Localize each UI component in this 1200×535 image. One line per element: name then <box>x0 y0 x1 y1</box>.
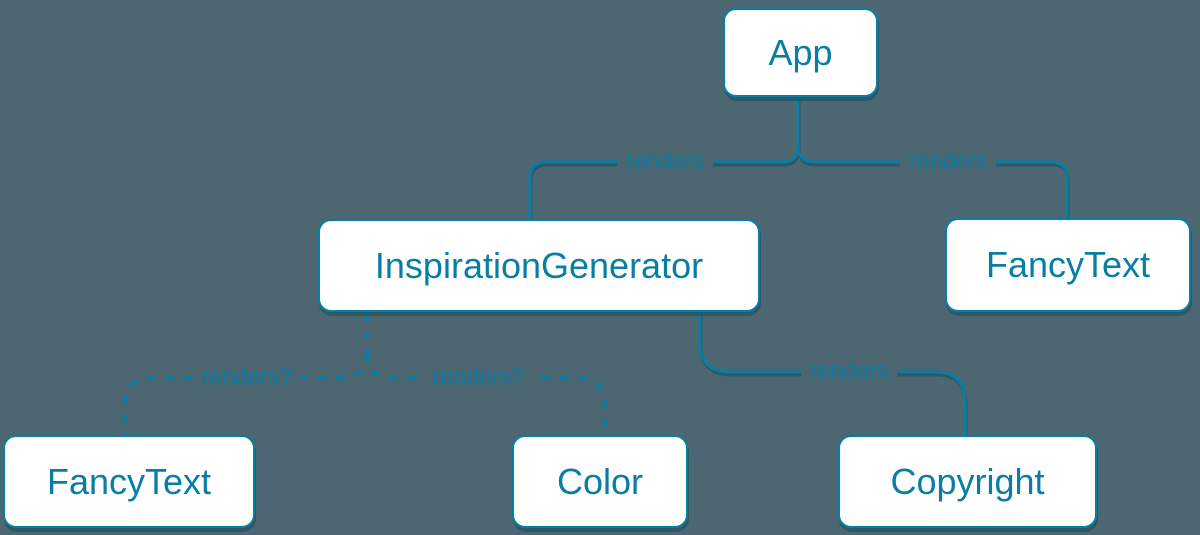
node-label: App <box>768 31 833 73</box>
edge-label-renders-fancytext: renders <box>900 146 996 176</box>
edge-app-to-fancytext <box>796 145 1069 218</box>
node-label: FancyText <box>985 244 1151 285</box>
node-copyright: Copyright <box>838 435 1097 528</box>
node-inspiration-generator: InspirationGenerator <box>318 219 760 312</box>
edge-label-renders-copyright: renders <box>801 356 897 386</box>
node-label: FancyText <box>46 460 212 502</box>
node-fancy-text-top: FancyText <box>945 218 1191 312</box>
node-label: InspirationGenerator <box>374 244 704 286</box>
node-color: Color <box>512 435 688 528</box>
node-label: Copyright <box>890 460 1045 502</box>
edge-label-renders-maybe-color: renders? <box>423 362 533 392</box>
node-app: App <box>723 8 878 97</box>
edge-label-renders-maybe-fancytext: renders? <box>192 362 302 392</box>
edge-label-renders-inspirationgenerator: renders <box>617 146 713 176</box>
edge-inspirationgenerator-to-fancytext-dashed <box>123 351 369 435</box>
node-fancy-text-bottom: FancyText <box>3 435 255 528</box>
node-label: Color <box>556 460 644 502</box>
